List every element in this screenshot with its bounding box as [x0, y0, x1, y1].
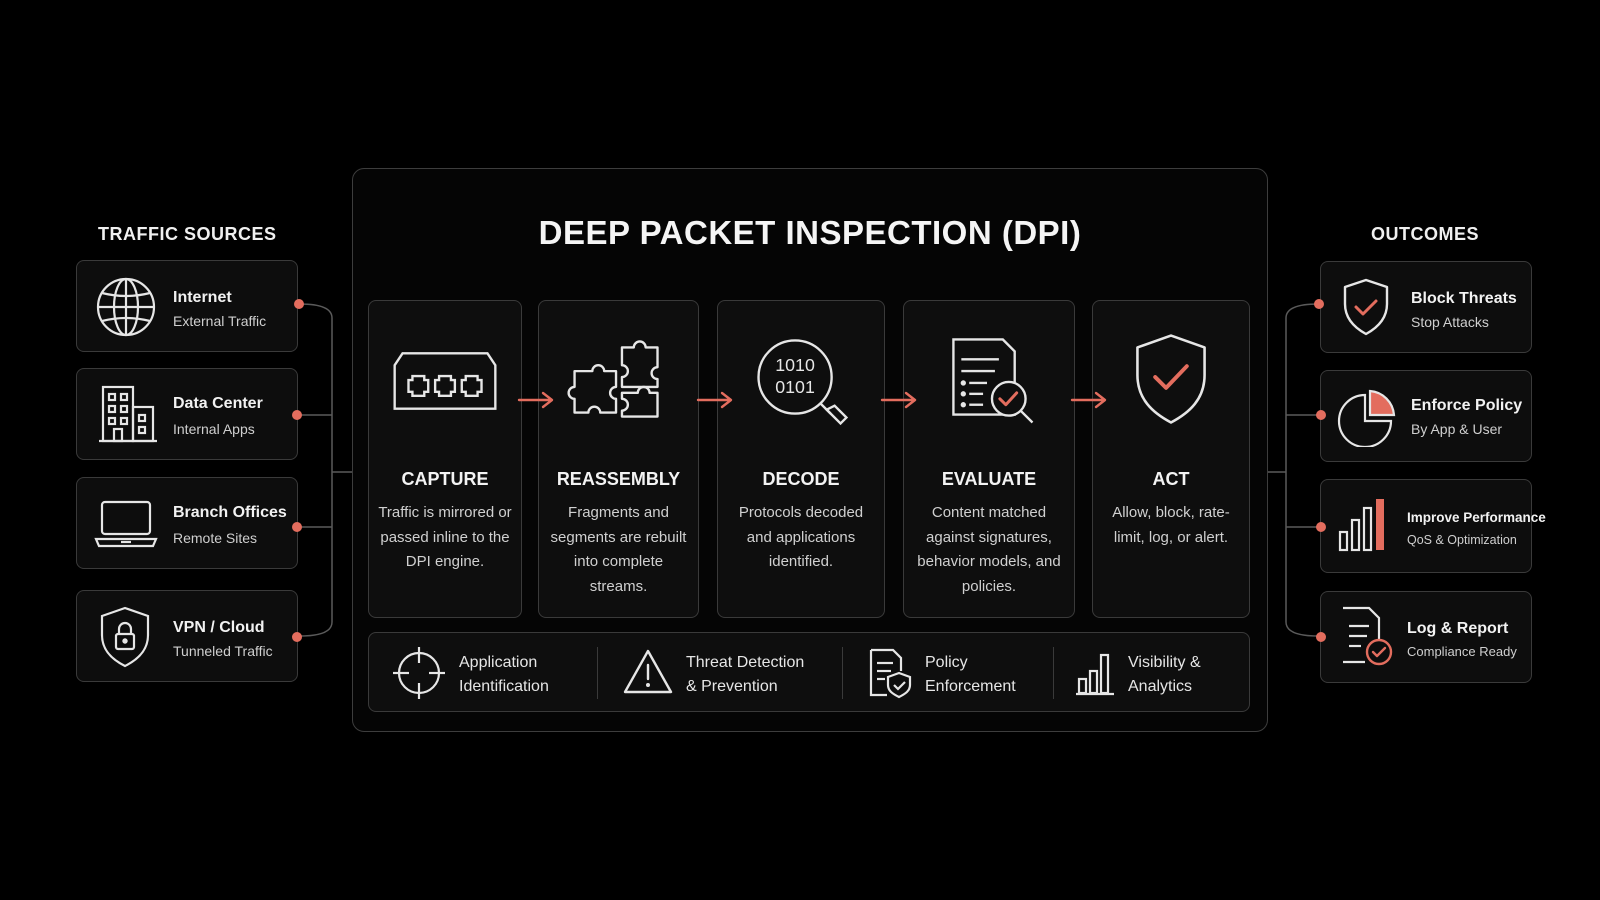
- outcome-card-enforce-policy: Enforce Policy By App & User: [1320, 370, 1532, 462]
- outcome-card-improve-performance: Improve Performance QoS & Optimization: [1320, 479, 1546, 573]
- stage-title: CAPTURE: [401, 469, 489, 489]
- globe-icon: [96, 277, 156, 337]
- arrow-right-icon: [696, 391, 733, 409]
- pie-chart-icon: [1337, 389, 1396, 447]
- outcome-card-log-report: Log & Report Compliance Ready: [1320, 591, 1532, 683]
- connector-dot: [294, 299, 304, 309]
- connector-dot: [1316, 632, 1326, 642]
- shield-check-icon: [1136, 334, 1206, 424]
- source-title: Branch Offices: [173, 504, 287, 521]
- stage-title: EVALUATE: [941, 469, 1037, 489]
- capability-visibility-analytics: Visibility & Analytics: [1054, 633, 1250, 713]
- document-check-icon: [952, 338, 1034, 424]
- puzzle-icon: [567, 340, 659, 418]
- shield-check-icon: [1343, 278, 1389, 336]
- stage-description: Protocols decoded and applications ident…: [738, 504, 864, 570]
- stage-reassembly: REASSEMBLY Fragments and segments are re…: [538, 300, 699, 618]
- building-icon: [99, 385, 157, 443]
- arrow-right-icon: [1070, 391, 1107, 409]
- outcome-subtitle: By App & User: [1411, 421, 1503, 437]
- outcome-subtitle: Stop Attacks: [1411, 314, 1489, 330]
- stage-decode: 1010 0101 DECODE Protocols decoded and a…: [717, 300, 885, 618]
- source-card-branch-offices: Branch Offices Remote Sites: [76, 477, 298, 569]
- stage-evaluate: EVALUATE Content matched against signatu…: [903, 300, 1075, 618]
- bar-chart-icon: [1076, 653, 1114, 696]
- shield-lock-icon: [100, 606, 150, 668]
- connector-dot: [292, 410, 302, 420]
- capability-app-identification: Application Identification: [369, 633, 597, 713]
- laptop-icon: [94, 500, 158, 548]
- report-icon: [1343, 606, 1393, 666]
- capability-label: Visibility & Analytics: [1128, 654, 1201, 695]
- source-card-internet: Internet External Traffic: [76, 260, 298, 352]
- arrow-right-icon: [517, 391, 554, 409]
- connector-dot: [1316, 410, 1326, 420]
- source-subtitle: Internal Apps: [173, 421, 255, 437]
- stage-capture: CAPTURE Traffic is mirrored or passed in…: [368, 300, 522, 618]
- divider: [597, 647, 598, 699]
- stage-title: DECODE: [762, 469, 840, 489]
- source-subtitle: External Traffic: [173, 313, 267, 329]
- outcome-title: Block Threats: [1411, 290, 1517, 307]
- connector-dot: [1314, 299, 1324, 309]
- connector-dot: [292, 522, 302, 532]
- stage-description: Content matched against signatures, beha…: [917, 504, 1061, 595]
- outcome-card-block-threats: Block Threats Stop Attacks: [1320, 261, 1532, 353]
- outcome-title: Enforce Policy: [1411, 397, 1523, 414]
- capabilities-bar: Application Identification Threat Detect…: [368, 632, 1250, 712]
- outcome-subtitle: Compliance Ready: [1407, 644, 1517, 659]
- stage-description: Fragments and segments are rebuilt into …: [550, 504, 687, 595]
- capability-label: Policy Enforcement: [925, 654, 1016, 695]
- divider: [1053, 647, 1054, 699]
- arrow-right-icon: [880, 391, 917, 409]
- capability-threat-detection: Threat Detection & Prevention: [598, 633, 842, 713]
- bar-chart-icon: [1338, 499, 1384, 552]
- source-subtitle: Tunneled Traffic: [173, 643, 273, 659]
- source-subtitle: Remote Sites: [173, 530, 258, 546]
- network-port-icon: [393, 352, 497, 410]
- warning-icon: [623, 649, 673, 694]
- stage-title: REASSEMBLY: [556, 469, 681, 489]
- crosshair-icon: [393, 647, 445, 699]
- source-title: Internet: [173, 289, 232, 306]
- outcome-title: Log & Report: [1407, 620, 1509, 637]
- stage-title: ACT: [1152, 469, 1190, 489]
- capability-label: Threat Detection & Prevention: [686, 654, 805, 695]
- outcome-subtitle: QoS & Optimization: [1407, 533, 1517, 547]
- traffic-sources-heading: TRAFFIC SOURCES: [98, 224, 277, 244]
- main-title: DEEP PACKET INSPECTION (DPI): [538, 214, 1082, 251]
- outcomes-heading: OUTCOMES: [1371, 224, 1480, 244]
- source-card-vpn-cloud: VPN / Cloud Tunneled Traffic: [76, 590, 298, 682]
- capability-policy-enforcement: Policy Enforcement: [843, 633, 1053, 713]
- source-title: Data Center: [173, 395, 263, 412]
- connector-dot: [1316, 522, 1326, 532]
- connector-dot: [292, 632, 302, 642]
- source-title: VPN / Cloud: [173, 619, 265, 636]
- stage-act: ACT Allow, block, rate-limit, log, or al…: [1092, 300, 1250, 618]
- divider: [842, 647, 843, 699]
- binary-text-2: 0101: [775, 377, 815, 397]
- stage-description: Traffic is mirrored or passed inline to …: [378, 504, 512, 570]
- binary-text-1: 1010: [775, 355, 815, 375]
- capability-label: Application Identification: [459, 654, 549, 695]
- stage-description: Allow, block, rate-limit, log, or alert.: [1112, 504, 1230, 546]
- source-card-data-center: Data Center Internal Apps: [76, 368, 298, 460]
- outcome-title: Improve Performance: [1407, 510, 1546, 525]
- policy-document-icon: [869, 648, 912, 699]
- binary-magnifier-icon: 1010 0101: [757, 339, 849, 426]
